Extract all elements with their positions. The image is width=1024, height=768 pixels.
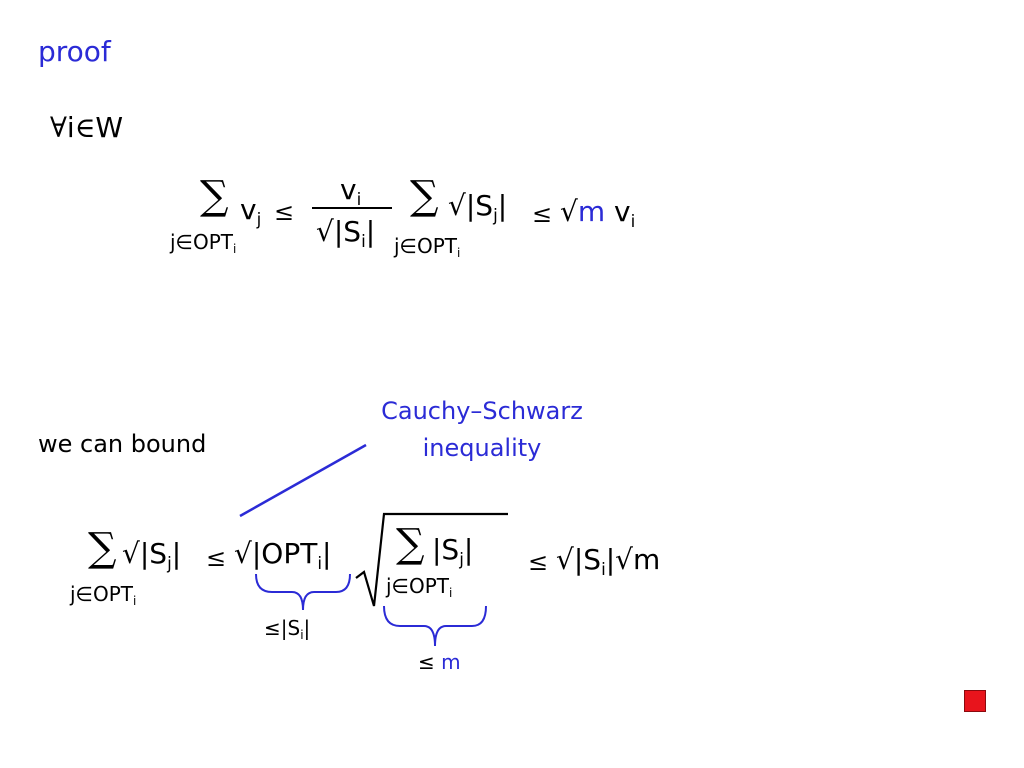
eq2-leq: ≤ [206, 544, 227, 572]
forall-symbol: ∀ [50, 111, 67, 144]
condition-var: i [66, 111, 75, 144]
eq1-leq: ≤ [274, 198, 295, 226]
radical-sign [355, 512, 508, 607]
eq2-inner-sum-symbol: ∑ [396, 521, 425, 567]
eq2-sqrt-opt: √|OPTi| [234, 537, 332, 573]
eq2-inner-under: j∈OPTi [386, 574, 453, 601]
eq1-leq2: ≤ [532, 200, 553, 228]
eq1-j: j [256, 208, 262, 229]
eq1-vj: vj [240, 193, 261, 228]
fraction-denominator: √|Si| [316, 215, 376, 251]
eq2-sum-symbol: ∑ [88, 525, 117, 571]
brace-2-label: ≤ m [418, 650, 461, 674]
eq1-sqrt-s: √|Sj| [448, 189, 508, 225]
sum-symbol-1: ∑ [200, 173, 229, 219]
stop-square-icon[interactable] [964, 690, 986, 712]
condition: ∀i∈W [50, 114, 123, 142]
annotation-line-1: Cauchy–Schwarz [381, 397, 583, 425]
eq1-v: v [240, 193, 257, 226]
eq1-sum2-under: j∈OPTi [394, 234, 461, 261]
eq2-under: j∈OPTi [70, 582, 137, 609]
fraction-numerator: vi [340, 173, 362, 209]
brace-1-label: ≤|Si| [264, 616, 311, 643]
eq2-leq2: ≤ [528, 548, 549, 576]
element-of-symbol: ∈ [74, 111, 96, 144]
condition-set: W [95, 111, 124, 144]
eq2-rhs: √|Si|√m [556, 543, 661, 579]
eq2-sqrt-s: √|Sj| [122, 537, 182, 573]
annotation-pointer [239, 443, 367, 518]
eq1-sum-under: j∈OPTi [170, 230, 237, 257]
eq1-rhs: √m vi [560, 195, 636, 231]
sum-symbol-2: ∑ [410, 173, 439, 219]
brace-1 [255, 573, 351, 611]
slide-title: proof [38, 35, 111, 68]
annotation-line-2: inequality [422, 434, 542, 462]
eq2-inner-s: |Sj| [432, 533, 474, 569]
brace-2 [383, 605, 487, 647]
bound-label: we can bound [38, 430, 207, 458]
